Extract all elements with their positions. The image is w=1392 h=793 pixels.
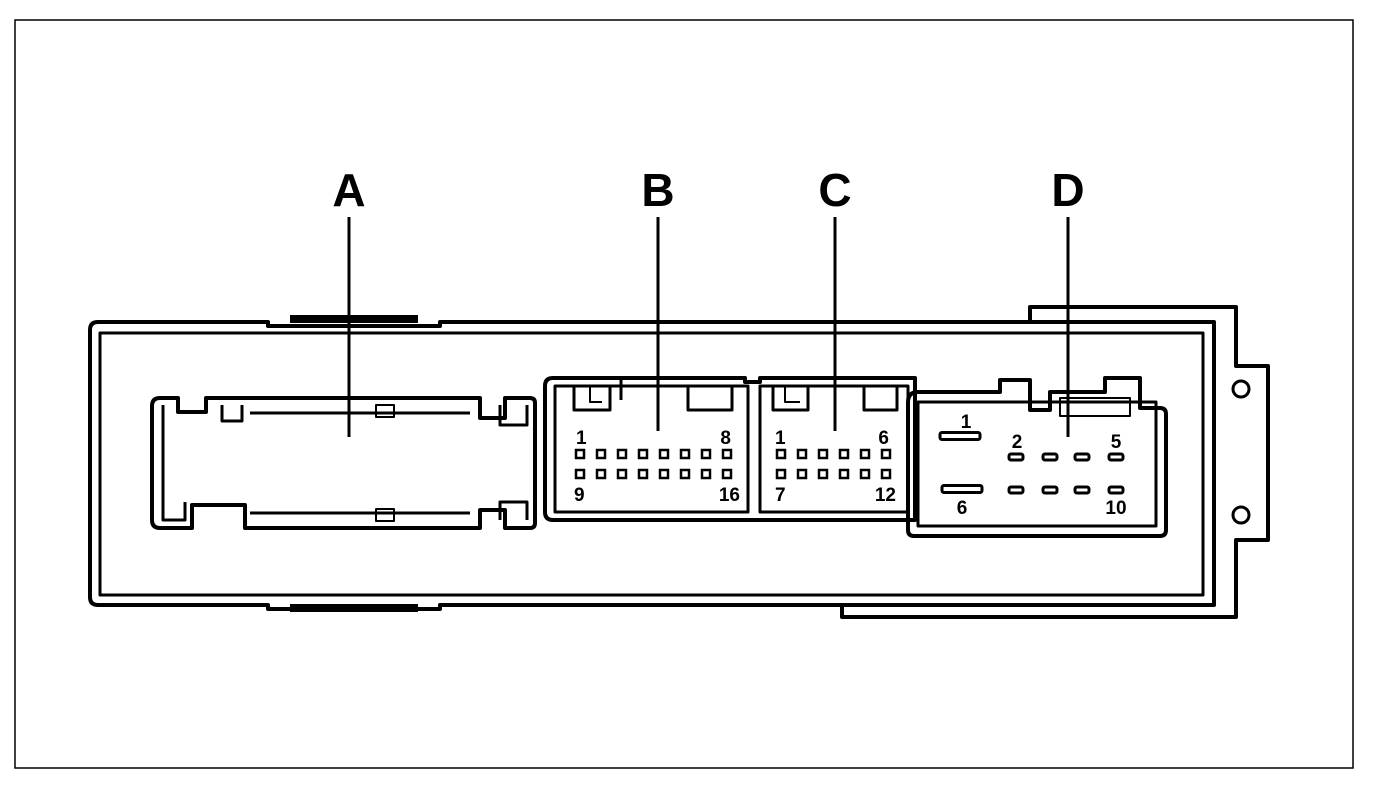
pin-b-4 xyxy=(637,448,649,460)
pin-d-10 xyxy=(1107,485,1125,495)
pin-label-c-1: 1 xyxy=(775,428,786,449)
pin-label-b-1: 1 xyxy=(576,428,587,449)
pin-label-d-1: 1 xyxy=(961,412,972,433)
pin-b-2 xyxy=(595,448,607,460)
pin-b-6 xyxy=(679,448,691,460)
pin-c-2 xyxy=(796,448,808,460)
pin-label-c-7: 7 xyxy=(775,485,786,506)
pin-label-c-6: 6 xyxy=(878,428,889,449)
pin-d-2 xyxy=(1007,452,1025,462)
pin-c-1 xyxy=(775,448,787,460)
pin-label-d-2: 2 xyxy=(1012,432,1023,453)
pin-d-7 xyxy=(1007,485,1025,495)
diagram-frame xyxy=(14,19,1354,769)
pin-c-10 xyxy=(838,468,850,480)
pin-c-4 xyxy=(838,448,850,460)
pin-d-9 xyxy=(1073,485,1091,495)
pin-b-1 xyxy=(574,448,586,460)
pin-b-9 xyxy=(574,468,586,480)
pin-b-7 xyxy=(700,448,712,460)
pin-c-7 xyxy=(775,468,787,480)
pin-c-9 xyxy=(817,468,829,480)
pin-terminals xyxy=(574,431,1125,495)
pin-c-8 xyxy=(796,468,808,480)
pin-d-6 xyxy=(940,484,984,494)
pin-c-5 xyxy=(859,448,871,460)
pin-label-d-5: 5 xyxy=(1111,432,1122,453)
pin-b-15 xyxy=(700,468,712,480)
pin-label-b-16: 16 xyxy=(719,485,740,506)
pin-label-b-9: 9 xyxy=(574,485,585,506)
pin-c-11 xyxy=(859,468,871,480)
pin-c-3 xyxy=(817,448,829,460)
callout-lines xyxy=(347,217,1070,437)
pin-d-8 xyxy=(1041,485,1059,495)
connector-b-letter: B xyxy=(641,164,674,216)
pin-d-5 xyxy=(1107,452,1125,462)
pin-b-13 xyxy=(658,468,670,480)
connector-a xyxy=(150,396,537,530)
pin-b-16 xyxy=(721,468,733,480)
pin-b-3 xyxy=(616,448,628,460)
module-housing xyxy=(88,305,1270,619)
pin-label-d-6: 6 xyxy=(957,498,968,519)
connector-d-letter: D xyxy=(1051,164,1084,216)
connector-a-letter: A xyxy=(332,164,365,216)
connector-b xyxy=(543,376,917,522)
pin-b-14 xyxy=(679,468,691,480)
pin-b-5 xyxy=(658,448,670,460)
pin-c-6 xyxy=(880,448,892,460)
connector-c-letter: C xyxy=(818,164,851,216)
pin-b-12 xyxy=(637,468,649,480)
pin-label-d-10: 10 xyxy=(1105,498,1126,519)
connector-d xyxy=(906,376,1168,538)
pin-c-12 xyxy=(880,468,892,480)
pin-d-4 xyxy=(1073,452,1091,462)
pin-d-3 xyxy=(1041,452,1059,462)
pin-b-8 xyxy=(721,448,733,460)
pin-b-10 xyxy=(595,468,607,480)
pin-label-c-12: 12 xyxy=(875,485,896,506)
pin-d-1 xyxy=(938,431,982,441)
pin-label-b-8: 8 xyxy=(720,428,731,449)
pin-b-11 xyxy=(616,468,628,480)
